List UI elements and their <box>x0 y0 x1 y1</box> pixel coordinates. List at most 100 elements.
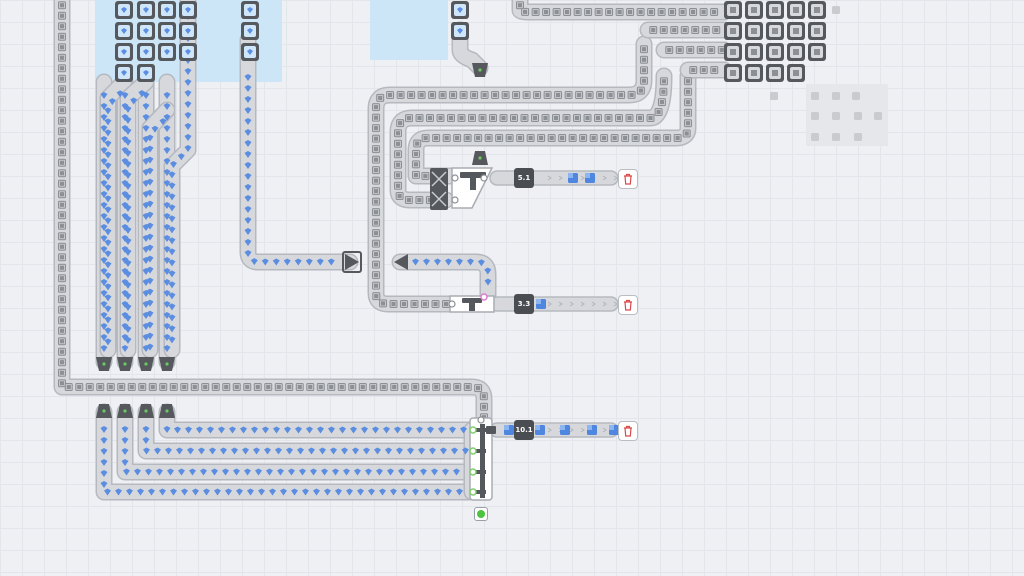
ore-item <box>390 488 397 496</box>
ore-crystal-icon <box>164 28 170 34</box>
stone-block-icon <box>751 70 757 76</box>
line-2-trash-bin[interactable] <box>618 295 638 315</box>
ore-item <box>168 248 176 256</box>
stone-item <box>394 139 402 148</box>
direction-arrow-icon <box>591 301 596 307</box>
stone-item-detail <box>59 264 65 271</box>
ore-item <box>100 246 108 253</box>
stone-item-detail <box>307 384 314 390</box>
hopper-indicator-icon <box>144 409 148 413</box>
splitter-block <box>342 251 362 273</box>
stone-item-detail <box>412 384 419 390</box>
combiner-arm <box>474 428 486 432</box>
ore-item <box>142 125 150 132</box>
stone-item-detail <box>59 285 65 292</box>
ore-item <box>124 193 132 201</box>
ore-item <box>168 182 176 190</box>
stone-item <box>372 281 380 290</box>
stone-item-detail <box>59 191 65 198</box>
stone-item-detail <box>97 384 104 390</box>
stone-item <box>58 137 67 146</box>
stone-item <box>372 271 380 280</box>
stone-item <box>626 8 635 16</box>
direction-arrow-icon <box>394 254 408 270</box>
ore-item <box>100 257 108 264</box>
ore-item <box>121 246 129 253</box>
stone-item-detail <box>521 115 528 121</box>
ore-item <box>343 468 350 476</box>
stone-item-detail <box>433 135 440 141</box>
direction-arrow-icon <box>547 301 552 307</box>
ore-item <box>163 202 171 209</box>
stone-block-icon <box>793 28 799 34</box>
loose-stone-item <box>811 92 819 100</box>
line-1-trash-bin[interactable] <box>618 169 638 189</box>
stone-item-detail <box>373 114 379 121</box>
stone-item-detail <box>576 92 582 98</box>
stone-item-detail <box>59 23 65 30</box>
stone-item <box>552 8 561 16</box>
stone-item <box>394 181 402 190</box>
stone-item <box>222 383 231 391</box>
stone-item <box>58 368 66 377</box>
ore-item <box>244 74 252 81</box>
stone-item <box>306 383 315 391</box>
line-3-trash-bin[interactable] <box>618 421 638 441</box>
loose-stone-item <box>874 112 882 120</box>
stone-item-detail <box>414 140 421 147</box>
stone-item-detail <box>395 151 401 158</box>
ore-item <box>317 426 324 434</box>
ore-item <box>100 481 108 488</box>
ore-item <box>146 244 154 252</box>
trash-icon <box>624 425 632 437</box>
trash-icon <box>624 299 632 311</box>
stone-item <box>117 383 126 391</box>
press-arm <box>460 172 486 178</box>
stone-item <box>479 392 488 401</box>
power-toggle-button[interactable] <box>474 507 488 521</box>
stone-item <box>610 134 619 143</box>
stone-item <box>58 158 67 167</box>
ore-item <box>240 426 247 434</box>
stone-item-detail <box>685 99 691 106</box>
ore-item <box>236 488 243 496</box>
stone-item-detail <box>395 182 401 189</box>
stone-item-detail <box>59 12 65 19</box>
ore-item <box>244 162 252 169</box>
stone-item <box>512 91 521 100</box>
stone-item <box>573 114 582 123</box>
stone-item <box>395 191 404 200</box>
stone-item <box>438 91 447 100</box>
stone-item-detail <box>542 115 549 121</box>
stone-item <box>372 292 381 301</box>
ore-item <box>146 134 154 142</box>
stone-item-detail <box>373 198 379 205</box>
ore-field-tile <box>370 0 448 60</box>
ore-item <box>100 301 108 308</box>
press-arm <box>462 298 482 303</box>
ore-item <box>168 226 176 234</box>
ore-item <box>104 305 112 313</box>
stone-item <box>675 46 684 54</box>
stone-item-detail <box>413 171 419 178</box>
stone-item-detail <box>59 306 65 313</box>
stone-item-detail <box>506 135 513 141</box>
hopper-indicator-icon <box>102 409 106 413</box>
stone-item <box>526 134 535 143</box>
stone-item-detail <box>485 135 492 141</box>
stone-item-detail <box>118 384 125 390</box>
stone-item-detail <box>160 384 167 390</box>
stone-item <box>499 114 508 123</box>
stone-item-detail <box>413 150 419 157</box>
connector-node <box>451 196 459 204</box>
stone-item <box>579 134 588 143</box>
stone-item-detail <box>492 92 498 98</box>
ore-item <box>121 426 129 433</box>
stone-item-detail <box>611 135 618 141</box>
stone-item <box>372 187 380 196</box>
stone-item <box>696 46 705 54</box>
ore-item <box>104 272 112 280</box>
stone-item <box>568 134 577 143</box>
stone-item-detail <box>548 135 555 141</box>
